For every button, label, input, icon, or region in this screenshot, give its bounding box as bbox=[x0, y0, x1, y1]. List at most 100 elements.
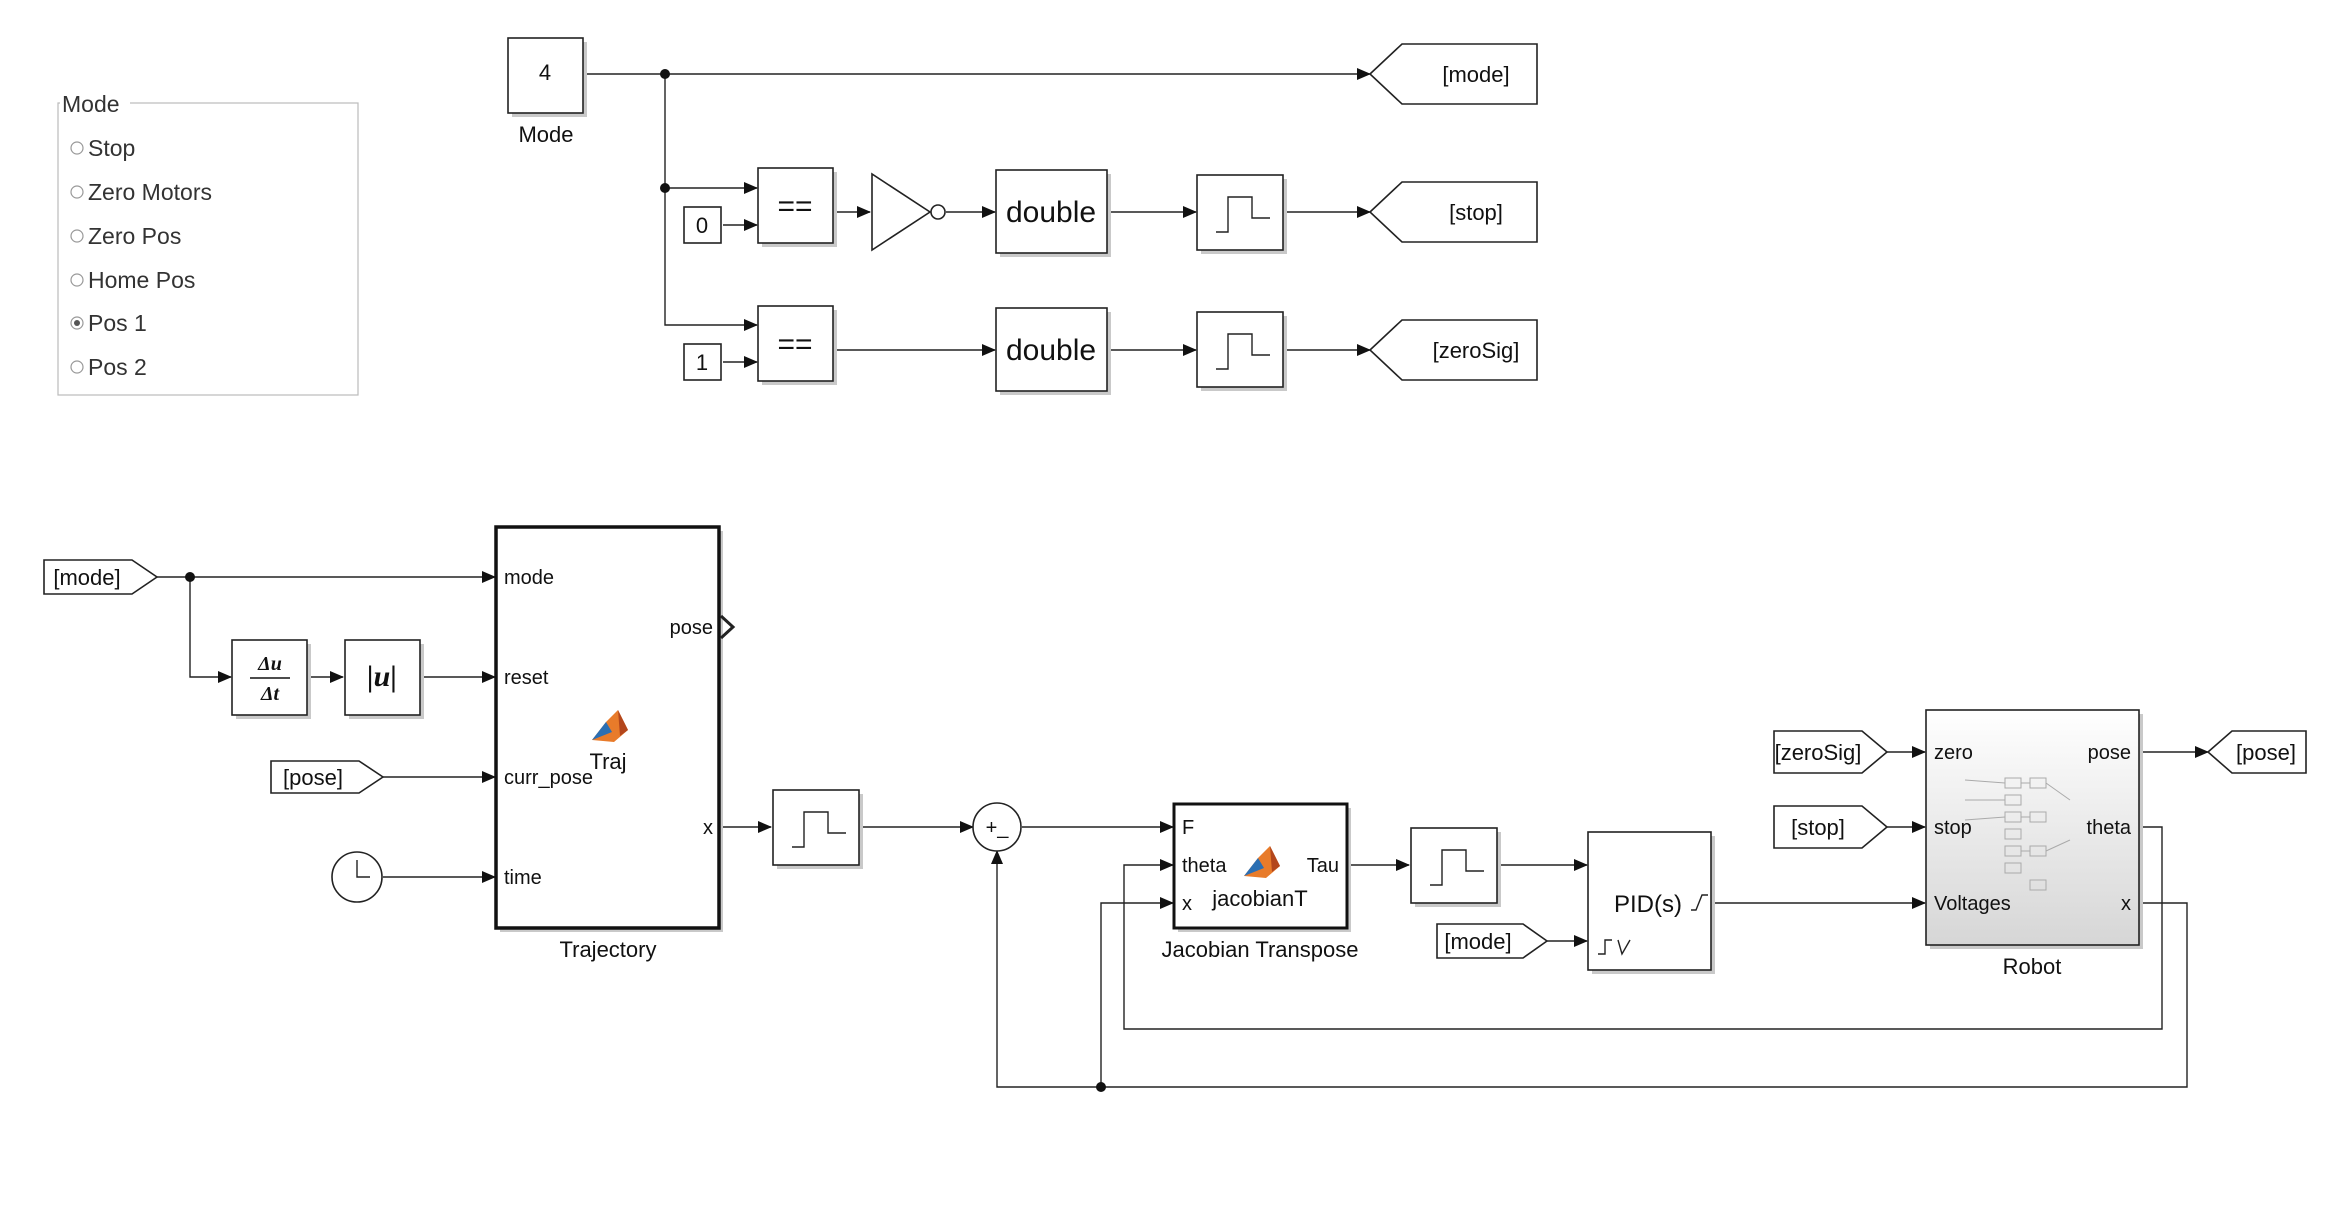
port-label: mode bbox=[504, 567, 554, 589]
from-zerosig-tag[interactable]: [zeroSig] bbox=[1773, 730, 1889, 774]
sum-signs: +_ bbox=[986, 817, 1010, 839]
sum-block[interactable]: +_ bbox=[972, 802, 1022, 852]
constant-1-block[interactable]: 1 bbox=[683, 343, 722, 381]
mode-radio-panel: Mode Stop Zero Motors Zero Pos Home Pos … bbox=[57, 91, 359, 396]
tag-label: [mode] bbox=[53, 565, 120, 590]
radio-button[interactable] bbox=[70, 141, 84, 155]
jacobian-transpose-block[interactable]: F theta x Tau jacobianT Jacobian Transpo… bbox=[1162, 802, 1359, 962]
block-label: Robot bbox=[2003, 954, 2062, 979]
port-label: reset bbox=[504, 667, 549, 689]
block-text: double bbox=[1006, 196, 1096, 229]
radio-option-stop[interactable]: Stop bbox=[70, 135, 135, 161]
port-label: theta bbox=[2087, 817, 2132, 839]
port-label: x bbox=[703, 817, 713, 839]
function-name: Traj bbox=[589, 749, 626, 774]
goto-pose-tag[interactable]: [pose] bbox=[2206, 730, 2307, 774]
tag-label: [zeroSig] bbox=[1775, 740, 1862, 765]
radio-label: Zero Pos bbox=[88, 223, 181, 249]
equality-block-2[interactable]: == bbox=[757, 305, 837, 385]
pid-controller-block[interactable]: PID(s) bbox=[1587, 831, 1715, 974]
abs-label: |u| bbox=[367, 660, 397, 693]
port-label: stop bbox=[1934, 817, 1972, 839]
bottom-wires bbox=[157, 571, 2209, 1092]
zoh-icon bbox=[1430, 849, 1484, 886]
from-mode-tag[interactable]: [mode] bbox=[43, 559, 159, 595]
rate-transition-block-2[interactable] bbox=[1196, 311, 1287, 391]
matlab-icon bbox=[1244, 846, 1280, 878]
mode-constant-block[interactable]: 4 Mode bbox=[507, 37, 587, 147]
tag-label: [mode] bbox=[1442, 62, 1509, 87]
from-stop-tag[interactable]: [stop] bbox=[1773, 805, 1889, 849]
abs-block[interactable]: |u| bbox=[344, 639, 424, 719]
port-label: time bbox=[504, 867, 542, 889]
port-label: x bbox=[1182, 893, 1192, 915]
radio-label: Pos 1 bbox=[88, 310, 147, 336]
zoh-icon bbox=[792, 811, 846, 848]
radio-option-pos-1[interactable]: Pos 1 bbox=[70, 310, 147, 336]
equality-block-1[interactable]: == bbox=[757, 167, 837, 247]
from-mode-tag-2[interactable]: [mode] bbox=[1436, 923, 1549, 959]
mode-panel-title: Mode bbox=[62, 91, 120, 117]
block-label: Mode bbox=[518, 122, 573, 147]
radio-label: Home Pos bbox=[88, 267, 195, 293]
block-text: PID(s) bbox=[1614, 891, 1682, 918]
constant-value: 1 bbox=[696, 350, 708, 375]
radio-option-zero-motors[interactable]: Zero Motors bbox=[70, 179, 212, 205]
radio-option-zero-pos[interactable]: Zero Pos bbox=[70, 223, 181, 249]
derivative-denominator: Δt bbox=[260, 683, 281, 705]
tag-label: [pose] bbox=[2236, 740, 2296, 765]
tag-label: [stop] bbox=[1449, 200, 1503, 225]
matlab-icon bbox=[592, 710, 628, 742]
clock-icon bbox=[356, 860, 370, 878]
block-label: Jacobian Transpose bbox=[1162, 937, 1359, 962]
trajectory-block[interactable]: mode reset curr_pose time pose x Traj Tr… bbox=[494, 525, 736, 962]
rate-transition-block-4[interactable] bbox=[1410, 827, 1501, 907]
saturation-icon bbox=[1691, 894, 1708, 911]
radio-option-home-pos[interactable]: Home Pos bbox=[70, 267, 195, 293]
goto-zerosig-tag[interactable]: [zeroSig] bbox=[1368, 319, 1538, 381]
radio-button[interactable] bbox=[70, 360, 84, 374]
port-label: F bbox=[1182, 817, 1194, 839]
zoh-icon bbox=[1216, 333, 1270, 370]
tag-label: [zeroSig] bbox=[1433, 338, 1520, 363]
port-label: Voltages bbox=[1934, 893, 2011, 915]
block-label: Trajectory bbox=[560, 937, 657, 962]
radio-label: Pos 2 bbox=[88, 354, 147, 380]
port-label: zero bbox=[1934, 742, 1973, 764]
constant-0-block[interactable]: 0 bbox=[683, 206, 722, 244]
tag-label: [pose] bbox=[283, 765, 343, 790]
port-label: x bbox=[2121, 893, 2131, 915]
radio-button[interactable] bbox=[70, 185, 84, 199]
radio-selected-dot bbox=[74, 320, 80, 326]
robot-subsystem-block[interactable]: zero stop Voltages pose theta x Robot bbox=[1925, 709, 2143, 979]
radio-button[interactable] bbox=[70, 273, 84, 287]
radio-button[interactable] bbox=[70, 229, 84, 243]
function-name: jacobianT bbox=[1211, 886, 1307, 911]
zoh-icon bbox=[1216, 196, 1270, 233]
operator-label: == bbox=[777, 190, 812, 223]
rate-transition-block-1[interactable] bbox=[1196, 174, 1287, 254]
radio-label: Stop bbox=[88, 135, 135, 161]
port-label: pose bbox=[2088, 742, 2131, 764]
clock-block[interactable] bbox=[331, 851, 383, 903]
tag-label: [stop] bbox=[1791, 815, 1845, 840]
block-text: double bbox=[1006, 334, 1096, 367]
radio-option-pos-2[interactable]: Pos 2 bbox=[70, 354, 147, 380]
double-convert-block-1[interactable]: double bbox=[995, 169, 1111, 257]
tag-label: [mode] bbox=[1444, 929, 1511, 954]
from-pose-tag[interactable]: [pose] bbox=[270, 760, 385, 794]
double-convert-block-2[interactable]: double bbox=[995, 307, 1111, 395]
port-label: pose bbox=[670, 617, 713, 639]
derivative-block[interactable]: Δu Δt bbox=[231, 639, 311, 719]
top-wires bbox=[585, 68, 1371, 368]
constant-value: 0 bbox=[696, 213, 708, 238]
port-label: theta bbox=[1182, 855, 1227, 877]
goto-mode-tag[interactable]: [mode] bbox=[1368, 43, 1538, 105]
subsystem-preview-icon bbox=[1964, 777, 2071, 891]
goto-stop-tag[interactable]: [stop] bbox=[1368, 181, 1538, 243]
not-block[interactable] bbox=[871, 172, 946, 252]
rate-transition-block-3[interactable] bbox=[772, 789, 863, 869]
derivative-numerator: Δu bbox=[257, 653, 282, 675]
reset-trigger-icon bbox=[1598, 939, 1631, 956]
radio-label: Zero Motors bbox=[88, 179, 212, 205]
